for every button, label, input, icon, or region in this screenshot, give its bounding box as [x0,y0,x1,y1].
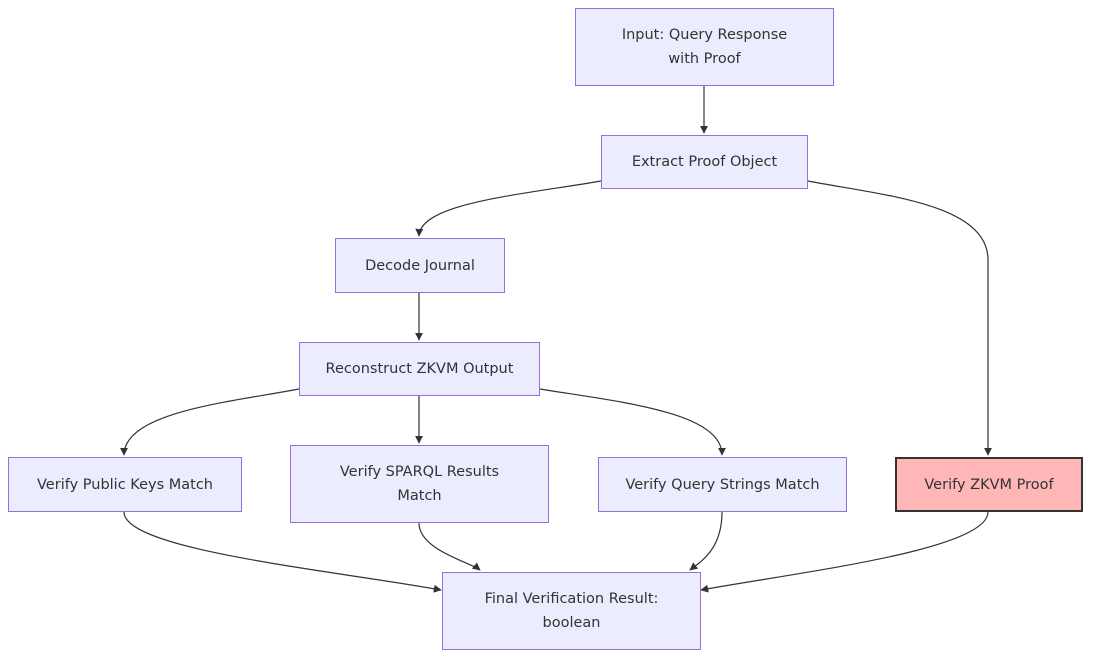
node-extract-label: Extract Proof Object [631,154,778,170]
edge-verify-sparql-to-final [418,522,481,571]
node-verify-sparql-label: Verify SPARQL Results Match [339,464,500,504]
node-decode-label: Decode Journal [365,257,475,274]
node-final-verification-result: Final Verification Result: boolean [442,572,701,650]
edge-extract-to-decode [415,180,602,237]
edge-verify-query-to-final [689,511,723,571]
node-reconstruct-label: Reconstruct ZKVM Output [325,361,514,377]
node-decode-journal: Decode Journal [335,238,505,293]
edge-verify-zkvm-to-final [700,511,989,593]
node-extract-proof-object: Extract Proof Object [601,135,808,189]
edge-verify-keys-to-final [123,511,442,593]
node-input: Input: Query Response with Proof [575,8,834,86]
node-verify-zkvm-proof: Verify ZKVM Proof [895,457,1083,512]
node-verify-sparql-results: Verify SPARQL Results Match [290,445,549,523]
node-final-label: Final Verification Result: boolean [484,591,659,631]
node-input-label: Input: Query Response with Proof [621,27,788,67]
node-verify-query-label: Verify Query Strings Match [625,476,820,493]
node-reconstruct-zkvm-output: Reconstruct ZKVM Output [299,342,540,396]
node-verify-public-keys: Verify Public Keys Match [8,457,242,512]
node-verify-query-strings: Verify Query Strings Match [598,457,847,512]
edge-extract-to-verify-zkvm [807,180,992,456]
edge-reconstruct-to-verify-keys [120,388,300,456]
node-verify-keys-label: Verify Public Keys Match [37,476,213,493]
edge-reconstruct-to-verify-query [539,388,726,456]
node-verify-zkvm-label: Verify ZKVM Proof [924,476,1054,493]
